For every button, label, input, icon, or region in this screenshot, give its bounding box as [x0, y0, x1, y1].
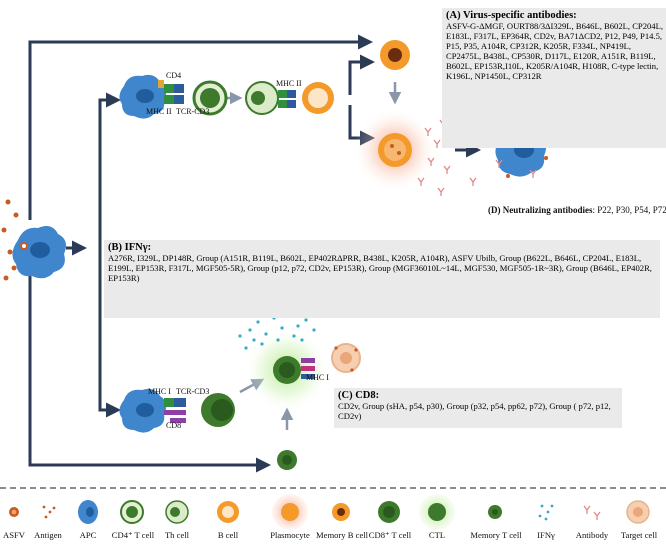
label-tcr-cd3-top: TCR-CD3 — [176, 106, 209, 118]
legend-label-ctl: CTL — [420, 530, 454, 540]
legend-label-ifn-gamma: IFNγ — [528, 530, 564, 540]
neutralizing-antibodies-text: : P22, P30, P54, P72 — [593, 205, 666, 215]
ifn-gamma-heading: (B) IFNγ: — [108, 242, 656, 253]
legend-label-b-cell: B cell — [210, 530, 246, 540]
ctl-icon — [419, 494, 455, 530]
label-mhc2-right: MHC II — [276, 78, 302, 90]
virus-specific-antibodies-heading: (A) Virus-specific antibodies: — [446, 10, 664, 21]
memory-b-cell — [380, 40, 410, 70]
th-cell-icon — [166, 501, 188, 523]
legend-label-target-cell: Target cell — [614, 530, 664, 540]
asfv-icon — [9, 507, 19, 517]
cd8-heading: (C) CD8: — [338, 390, 618, 401]
cd8-text: CD2v, Group (sHA, p54, p30), Group (p32,… — [338, 401, 618, 421]
target-cell — [332, 344, 360, 372]
legend-label-antibody: Antibody — [570, 530, 614, 540]
legend-label-asfv: ASFV — [0, 530, 28, 540]
memory-t-cell — [277, 450, 297, 470]
legend-label-plasmocyte: Plasmocyte — [264, 530, 316, 540]
legend-label-memory-b-cell: Memory B cell — [316, 530, 368, 540]
neutralizing-antibodies-heading: (D) Neutralizing antibodies — [488, 205, 593, 215]
arrow-to-memory-b-cell — [30, 42, 370, 220]
label-mhc2-left: MHC II — [146, 106, 172, 118]
mhc2-complex-right — [278, 90, 296, 108]
cd8-t-cell-icon — [378, 501, 400, 523]
memory-b-cell-icon — [332, 503, 350, 521]
ifn-gamma-text: A276R, I329L, DP148R, Group (A151R, B119… — [108, 253, 656, 283]
legend-label-th-cell: Th cell — [158, 530, 196, 540]
asfv-particles — [2, 200, 19, 281]
label-tcr-cd3-bottom: TCR-CD3 — [176, 386, 209, 398]
ctl — [245, 328, 329, 412]
label-cd8: CD8 — [166, 420, 181, 432]
legend-label-cd8-t-cell: CD8⁺ T cell — [366, 530, 414, 541]
arrow-to-cd4-branch — [100, 100, 118, 250]
ifn-gamma-icon — [539, 505, 554, 521]
plasmocyte — [353, 108, 437, 192]
infected-apc — [12, 226, 66, 278]
neutralizing-antibodies-label: (D) Neutralizing antibodies: P22, P30, P… — [488, 204, 666, 218]
arrow-th-to-b-upper — [350, 62, 372, 95]
legend-icons — [9, 494, 649, 530]
plasmocyte-icon — [272, 494, 308, 530]
th-cell — [246, 82, 278, 114]
b-cell — [302, 82, 334, 114]
legend-label-antigen: Antigen — [30, 530, 66, 540]
legend-label-apc: APC — [72, 530, 104, 540]
label-mhc1-right: MHC I — [306, 372, 329, 384]
virus-specific-antibodies-box: (A) Virus-specific antibodies: ASFV-G-ΔM… — [442, 8, 666, 148]
label-mhc1-left: MHC I — [148, 386, 171, 398]
legend-label-memory-t-cell: Memory T cell — [470, 530, 522, 540]
antibody-icon — [584, 506, 600, 520]
b-cell-icon — [217, 501, 239, 523]
legend-label-cd4-t-cell: CD4⁺ T cell — [108, 530, 158, 541]
virus-specific-antibodies-text: ASFV-G-ΔMGF, OURT88/3ΔI329L, B646L, B602… — [446, 21, 664, 81]
antigen-icon — [43, 506, 56, 519]
ifn-gamma-box: (B) IFNγ: A276R, I329L, DP148R, Group (A… — [104, 240, 660, 318]
label-cd4: CD4 — [166, 70, 181, 82]
memory-t-cell-icon — [488, 505, 502, 519]
cd8-box: (C) CD8: CD2v, Group (sHA, p54, p30), Gr… — [334, 388, 622, 428]
apc-icon — [78, 500, 98, 524]
target-cell-icon — [627, 501, 649, 523]
cd4-t-cell-icon — [121, 501, 143, 523]
